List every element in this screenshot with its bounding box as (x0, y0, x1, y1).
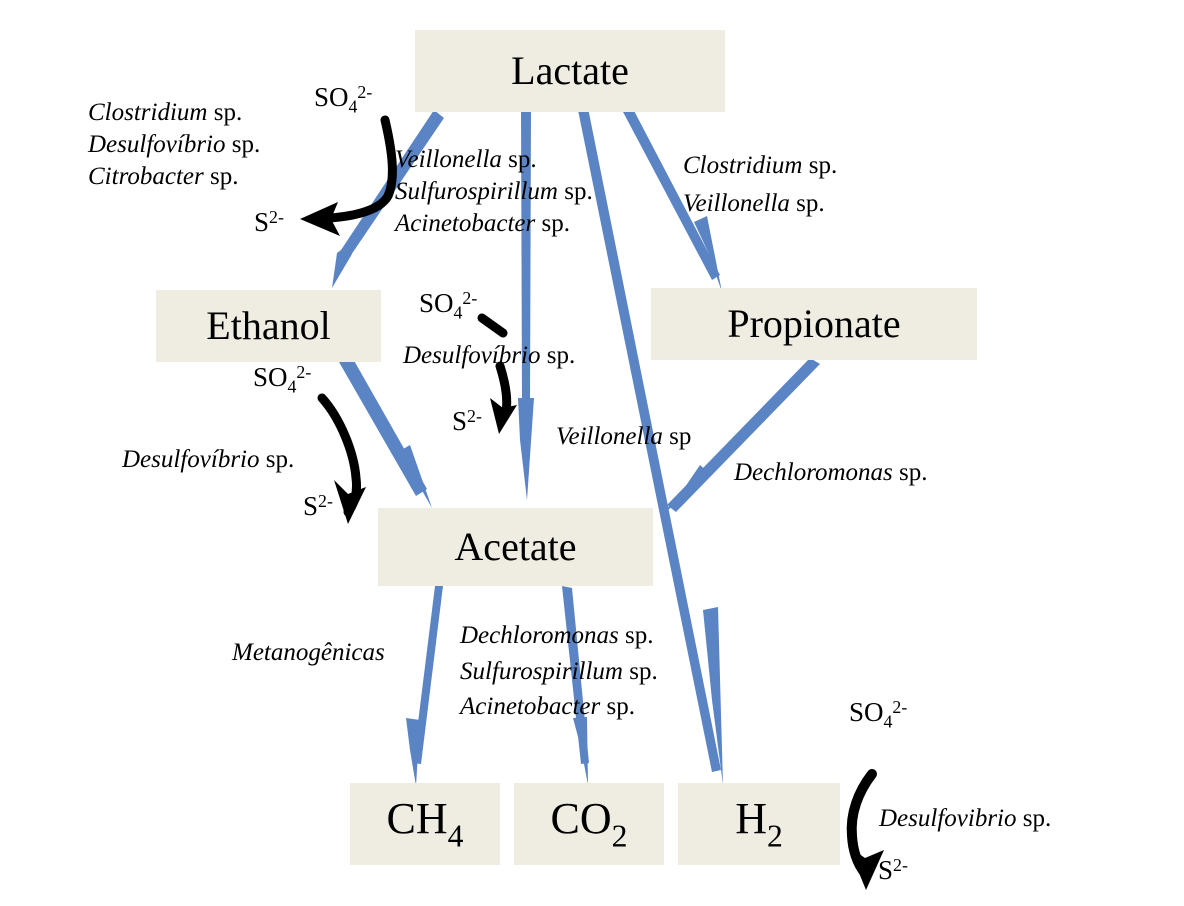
sulfate-label-2: SO42- (253, 362, 312, 397)
node-co2[interactable]: CO2 (514, 783, 664, 865)
label-lactate-to-acetate: Veillonella sp. Sulfurospirillum sp. Aci… (395, 144, 593, 240)
node-propionate-label: Propionate (727, 301, 901, 346)
node-ch4[interactable]: CH4 (350, 783, 500, 865)
species-line: Veillonella sp. (395, 146, 537, 173)
species-line: Acinetobacter sp. (395, 210, 570, 237)
label-lactate-to-ethanol: Clostridium sp. Desulfovíbrio sp. Citrob… (88, 97, 260, 193)
label-ethanol-sulfate-reduction: Desulfovíbrio sp. (122, 444, 294, 476)
species-line: Desulfovibrio sp. (879, 805, 1052, 832)
species-line: Desulfovíbrio sp. (122, 446, 295, 473)
label-propionate-to-acetate: Dechloromonas sp. (734, 457, 928, 489)
sulfate-label-4: SO42- (849, 697, 908, 732)
sulfide-label-4: S2- (878, 855, 908, 886)
label-lactate-to-h2: Veillonella sp (556, 421, 691, 453)
node-ethanol-label: Ethanol (206, 303, 331, 348)
species-line: Clostridium sp. (683, 152, 838, 179)
node-acetate-label: Acetate (454, 524, 577, 569)
label-lactate-to-propionate: Clostridium sp. Veillonella sp. (683, 147, 837, 222)
arrow-acetate-to-ch4 (406, 586, 443, 786)
species-line: Sulfurospirillum sp. (460, 657, 658, 685)
label-h2-sulfate-reduction: Desulfovibrio sp. (879, 803, 1051, 835)
species-line: Sulfurospirillum sp. (395, 178, 593, 205)
species-line: Dechloromonas sp. (460, 622, 654, 649)
sulfide-label-3: S2- (452, 406, 482, 437)
node-h2-label: H2 (735, 793, 783, 853)
node-ch4-label: CH4 (386, 793, 464, 853)
node-acetate[interactable]: Acetate (378, 508, 653, 586)
node-lactate-label: Lactate (511, 48, 629, 93)
label-acetate-to-ch4: Metanogênicas (232, 637, 385, 669)
node-ethanol[interactable]: Ethanol (156, 290, 381, 362)
arrow-ethanol-to-acetate (339, 357, 432, 508)
sulfide-label-1: S2- (254, 207, 284, 238)
node-h2[interactable]: H2 (678, 783, 840, 865)
label-middle-sulfate-reduction: Desulfovíbrio sp. (403, 340, 575, 372)
species-line: Metanogênicas (232, 639, 385, 666)
node-lactate[interactable]: Lactate (415, 30, 725, 112)
sulfate-label-3: SO42- (419, 288, 478, 323)
arrow-sulfate-reduction-1 (300, 115, 397, 236)
species-line: Dechloromonas sp. (734, 459, 928, 486)
species-line: Veillonella sp. (683, 189, 825, 217)
label-acetate-to-co2: Dechloromonas sp. Sulfurospirillum sp. A… (460, 618, 658, 725)
species-line: Veillonella sp (556, 423, 692, 450)
sulfate-label-1: SO42- (314, 82, 373, 117)
node-propionate[interactable]: Propionate (651, 288, 977, 360)
species-line: Desulfovíbrio sp. (403, 342, 576, 369)
sulfide-label-2: S2- (303, 491, 333, 522)
arrow-sulfate-reduction-3 (477, 313, 517, 434)
species-line: Desulfovíbrio sp. (88, 131, 261, 158)
species-line: Acinetobacter sp. (460, 693, 635, 720)
species-line: Citrobacter sp. (88, 163, 239, 190)
species-line: Clostridium sp. (88, 99, 243, 126)
node-co2-label: CO2 (550, 793, 628, 853)
